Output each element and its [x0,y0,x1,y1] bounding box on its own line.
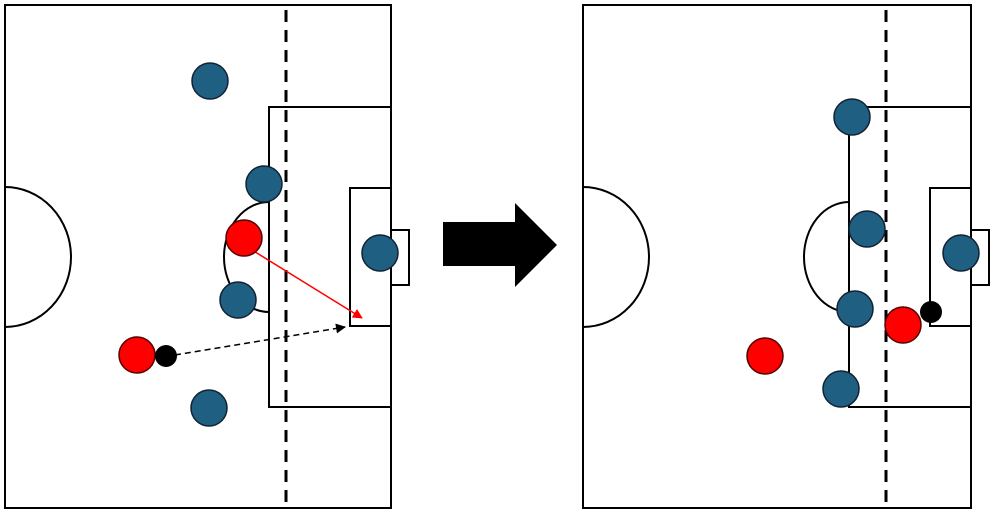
center-circle-arc [582,186,650,328]
pitch-panel-after [582,4,990,509]
dribble-arrow [174,323,346,356]
ball-marker [920,301,942,323]
penalty-arc [803,201,850,313]
defender-marker [848,210,886,248]
defender-marker [836,290,874,328]
right-arrow-icon [443,203,557,287]
defender-marker [833,98,871,136]
attacker-marker [118,336,156,374]
ball-marker [155,345,177,367]
attacker-marker [225,219,263,257]
center-circle-arc [4,186,72,328]
defender-marker [191,62,229,100]
goalkeeper-marker [361,234,399,272]
attacker-marker [746,337,784,375]
defender-marker [219,281,257,319]
defender-marker [822,370,860,408]
goalkeeper-marker [942,234,980,272]
defender-marker [245,165,283,203]
pitch-outline [582,4,972,509]
pass-arrow [251,249,363,319]
attacker-marker [884,306,922,344]
defender-marker [190,389,228,427]
pitch-panel-before [4,4,410,509]
